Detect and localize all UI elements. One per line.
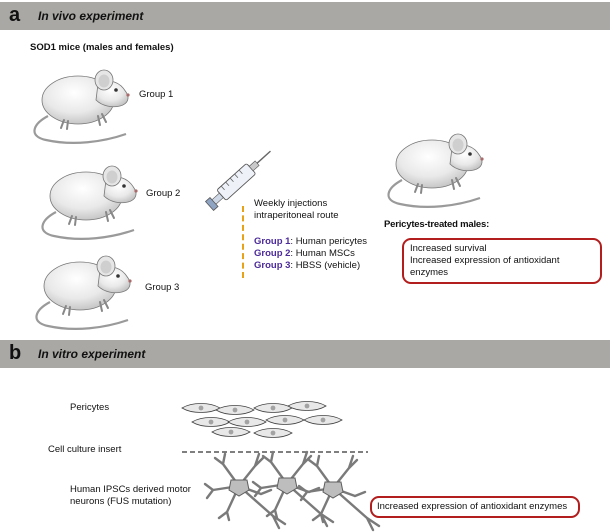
mouse-illustration-group-2	[41, 164, 139, 240]
cell-culture-insert-label: Cell culture insert	[48, 444, 122, 455]
pericytes-label: Pericytes	[70, 402, 110, 413]
treated-males-label: Pericytes-treated males:	[384, 219, 490, 230]
outcome-antioxidant-in-vitro: Increased expression of antioxidant enzy…	[377, 501, 568, 512]
mouse-illustration-group-1	[33, 68, 131, 144]
injection-timeline-dashed-line	[242, 206, 244, 278]
outcome-survival: Increased survival	[410, 243, 487, 254]
pericyte-cell-layer	[181, 401, 343, 438]
mice-label: SOD1 mice (males and females)	[30, 42, 174, 53]
treatment-group-2-name: Group 2	[254, 248, 291, 259]
group-3-label: Group 3	[145, 282, 180, 293]
injection-line-2: intraperitoneal route	[254, 210, 339, 221]
in-vitro-outcome-box: Increased expression of antioxidant enzy…	[370, 496, 580, 518]
panel-a-title: In vivo experiment	[38, 9, 144, 23]
treatment-group-3-name: Group 3	[254, 260, 291, 271]
mouse-illustration-group-3	[35, 254, 133, 330]
panel-b-letter: b	[9, 342, 22, 364]
neurons-label-line-2: neurons (FUS mutation)	[70, 496, 172, 507]
in-vivo-outcome-box: Increased survival Increased expression …	[402, 238, 602, 284]
treatment-group-1: Group 1: Human pericytes	[254, 236, 367, 248]
panel-b-title: In vitro experiment	[38, 347, 146, 361]
panel-a-header: a In vivo experiment	[0, 2, 610, 30]
neurons-label-line-1: Human IPSCs derived motor	[70, 484, 191, 495]
injection-line-1: Weekly injections	[254, 198, 328, 209]
treatment-group-2: Group 2: Human MSCs	[254, 248, 355, 260]
treatment-group-1-text: : Human pericytes	[290, 236, 367, 247]
motor-neurons-illustration	[203, 450, 381, 532]
panel-b-header: b In vitro experiment	[0, 340, 610, 368]
treatment-group-3: Group 3: HBSS (vehicle)	[254, 260, 360, 272]
treatment-group-1-name: Group 1	[254, 236, 291, 247]
syringe-icon	[204, 150, 271, 212]
cell-culture-insert-membrane	[182, 451, 368, 453]
treatment-group-2-text: : Human MSCs	[290, 248, 355, 259]
group-1-label: Group 1	[139, 89, 174, 100]
panel-a-letter: a	[9, 4, 21, 26]
group-2-label: Group 2	[146, 188, 181, 199]
treatment-group-3-text: : HBSS (vehicle)	[290, 260, 361, 271]
mouse-illustration-treated	[387, 132, 485, 208]
outcome-antioxidant-in-vivo: Increased expression of antioxidant enzy…	[410, 255, 560, 278]
